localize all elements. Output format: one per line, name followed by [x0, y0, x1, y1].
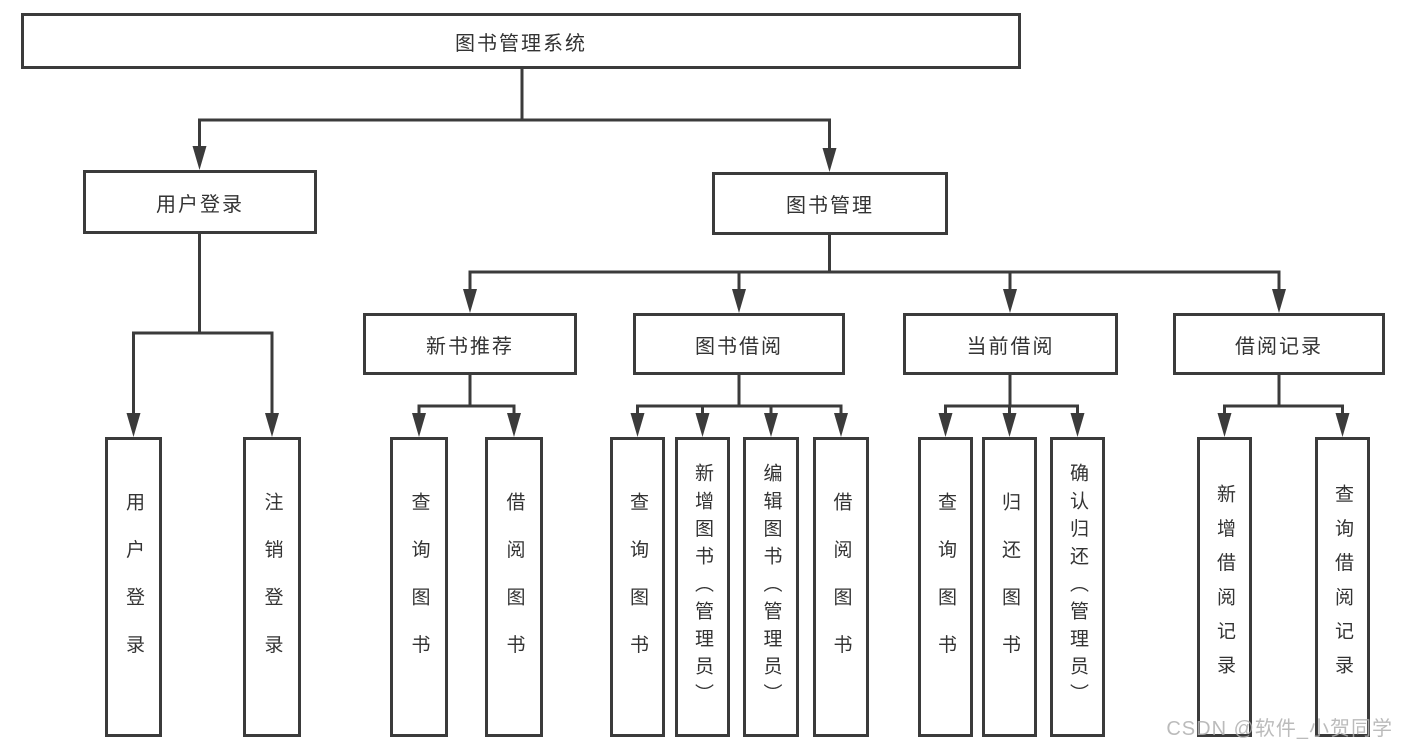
node-book-borrowing: 图书借阅 — [633, 313, 845, 375]
node-leaf-logout: 注销登录 — [243, 437, 301, 737]
node-leaf-br-add-record: 新增借阅记录 — [1197, 437, 1252, 737]
node-leaf-bb-borrow-books: 借阅图书 — [813, 437, 869, 737]
node-new-book-recommend: 新书推荐 — [363, 313, 577, 375]
node-current-borrowing: 当前借阅 — [903, 313, 1118, 375]
node-leaf-nb-borrow-books: 借阅图书 — [485, 437, 543, 737]
csdn-watermark: CSDN @软件_小贺同学 — [1166, 718, 1393, 740]
node-leaf-bb-edit-books: 编辑图书（管理员） — [743, 437, 799, 737]
edges-book-management — [463, 235, 1286, 313]
edges-root — [192, 69, 837, 172]
edges-current-borrowing — [938, 375, 1085, 437]
edges-book-borrowing — [630, 375, 848, 437]
edges-user-login — [126, 234, 279, 437]
node-leaf-cb-query-books: 查询图书 — [918, 437, 973, 737]
node-leaf-cb-return-books: 归还图书 — [982, 437, 1037, 737]
node-leaf-nb-query-books: 查询图书 — [390, 437, 448, 737]
node-leaf-br-query-record: 查询借阅记录 — [1315, 437, 1370, 737]
node-book-management: 图书管理 — [712, 172, 948, 235]
node-leaf-user-login: 用户登录 — [105, 437, 162, 737]
edges-new-book-recommend — [412, 375, 521, 437]
node-library-management-system: 图书管理系统 — [21, 13, 1021, 69]
node-borrowing-records: 借阅记录 — [1173, 313, 1385, 375]
edges-borrowing-records — [1217, 375, 1350, 437]
node-leaf-bb-add-books: 新增图书（管理员） — [675, 437, 730, 737]
node-leaf-bb-query-books: 查询图书 — [610, 437, 665, 737]
node-user-login: 用户登录 — [83, 170, 317, 234]
node-leaf-cb-confirm-return: 确认归还（管理员） — [1050, 437, 1105, 737]
